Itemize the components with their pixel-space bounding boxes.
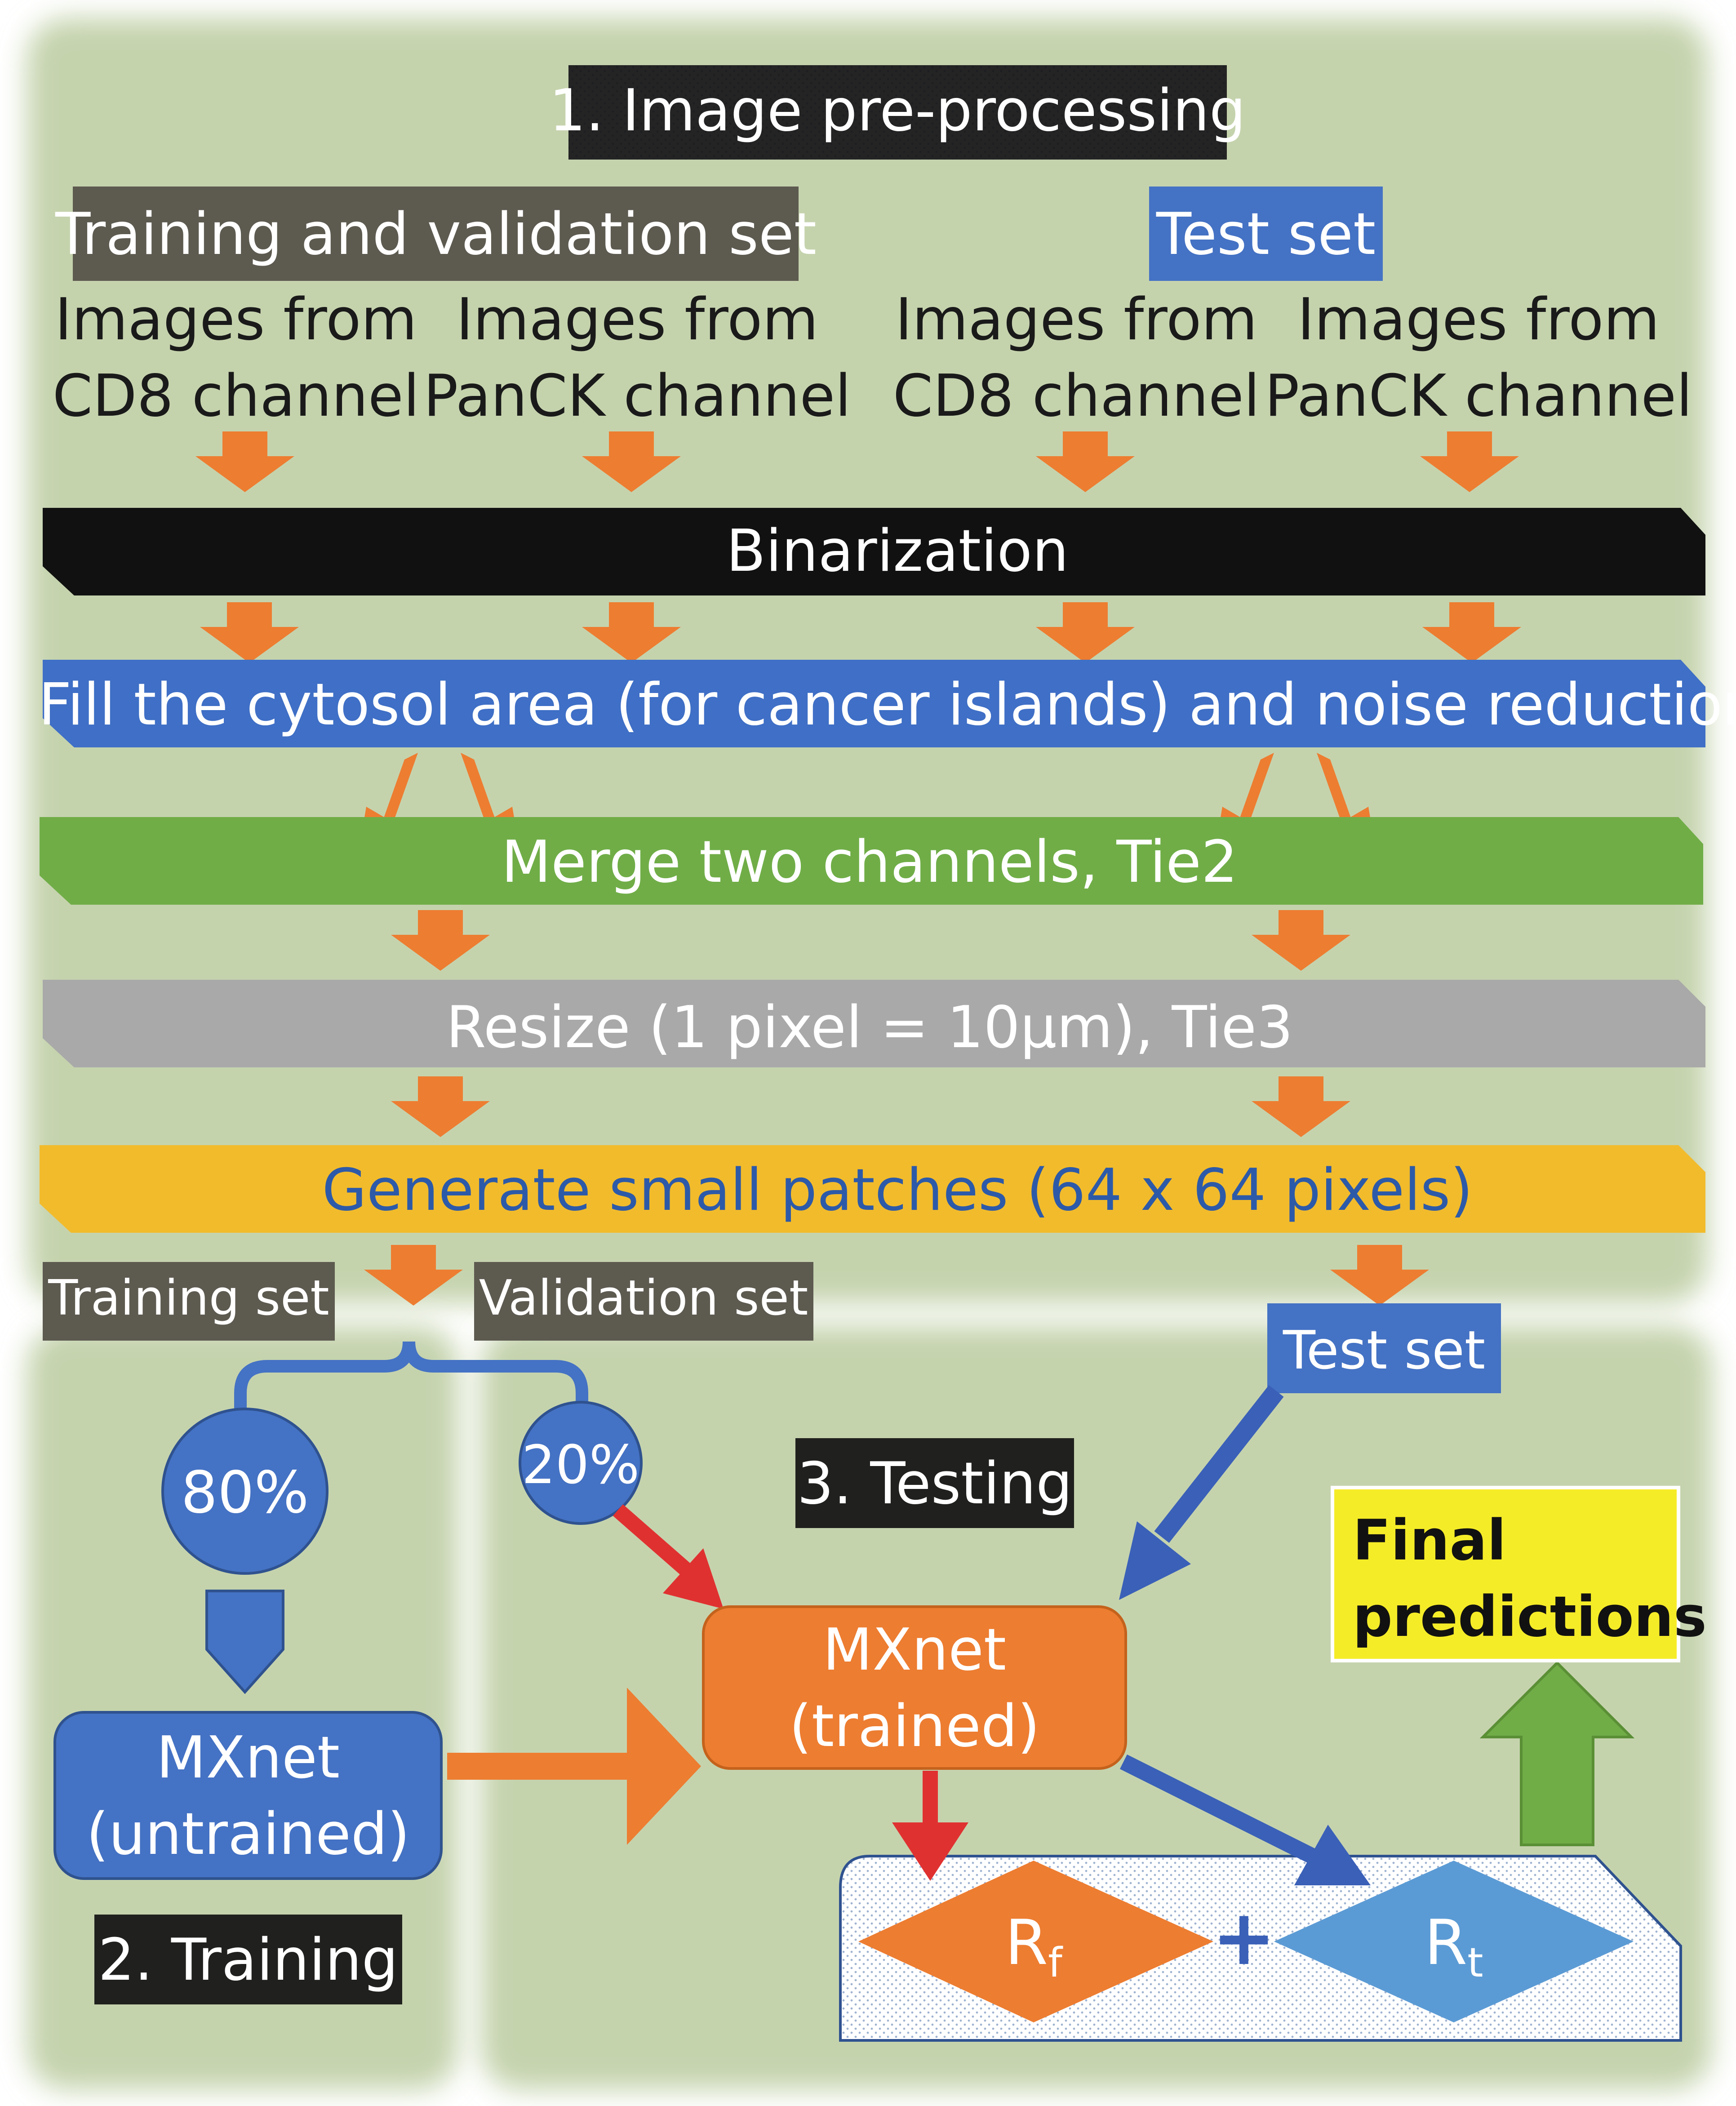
down-arrows-sources	[195, 431, 1519, 492]
test-set-text: Test set	[1156, 201, 1376, 268]
stage-label-preprocessing-text: 1. Image pre-processing	[549, 77, 1246, 144]
final-predictions-box: Final predictions	[1331, 1486, 1707, 1662]
trained-to-rt-arrow	[1119, 1754, 1371, 1885]
plus-sign: +	[1212, 1893, 1276, 1982]
rt-diamond: Rt	[1274, 1861, 1634, 2022]
down-arrows-patches	[364, 1245, 1429, 1306]
svg-text:Validation set: Validation set	[479, 1270, 808, 1326]
train-val-set-text: Training and validation set	[55, 201, 817, 268]
training-panel	[27, 1326, 458, 2090]
svg-text:80%: 80%	[181, 1459, 309, 1526]
svg-text:20%: 20%	[522, 1434, 639, 1496]
source-cd8-train: Images from CD8 channel	[53, 286, 420, 430]
train-80-circle: 80%	[161, 1408, 329, 1575]
svg-text:(untrained): (untrained)	[86, 1801, 410, 1868]
val-20-circle: 20%	[519, 1401, 643, 1525]
stage-label-testing: 3. Testing	[795, 1438, 1074, 1528]
svg-text:2. Training: 2. Training	[98, 1927, 398, 1994]
svg-text:+: +	[1212, 1893, 1276, 1982]
svg-text:MXnet: MXnet	[823, 1617, 1006, 1684]
stage-label-preprocessing: 1. Image pre-processing	[549, 65, 1246, 160]
down-arrows-resize	[391, 1076, 1350, 1137]
svg-text:(trained): (trained)	[789, 1693, 1040, 1760]
svg-text:Images from: Images from	[55, 286, 417, 353]
svg-text:Rt: Rt	[1424, 1906, 1483, 1986]
test-set-label: Test set	[1149, 187, 1383, 281]
trained-to-rf-arrow	[892, 1771, 968, 1881]
source-cd8-test: Images from CD8 channel	[893, 286, 1260, 430]
svg-text:Rf: Rf	[1005, 1906, 1063, 1986]
svg-text:MXnet: MXnet	[156, 1724, 340, 1791]
svg-text:PanCK channel: PanCK channel	[1265, 363, 1692, 430]
mxnet-untrained-box: MXnet (untrained)	[53, 1711, 443, 1880]
svg-text:PanCK channel: PanCK channel	[423, 363, 851, 430]
train-down-arrow	[205, 1590, 284, 1694]
down-arrows-binarization	[200, 602, 1521, 663]
mxnet-trained-box: MXnet (trained)	[702, 1605, 1127, 1770]
svg-text:Final: Final	[1353, 1508, 1506, 1573]
merge-step: Merge two channels, Tie2	[40, 817, 1703, 905]
patches-step: Generate small patches (64 x 64 pixels)	[40, 1145, 1705, 1233]
resize-step: Resize (1 pixel = 10μm), Tie3	[43, 980, 1705, 1067]
train-val-set-label: Training and validation set	[55, 187, 817, 281]
down-arrows-merge	[391, 910, 1350, 971]
split-brace	[234, 1341, 588, 1411]
stage-label-training: 2. Training	[94, 1915, 402, 2004]
validation-set-label: Validation set	[474, 1262, 813, 1341]
binarization-text: Binarization	[726, 518, 1069, 585]
svg-text:Training set: Training set	[48, 1270, 329, 1326]
up-arrow-final	[1479, 1661, 1635, 1846]
val-to-trained-arrow	[613, 1504, 724, 1609]
source-panck-train: Images from PanCK channel	[423, 286, 851, 430]
training-set-label: Training set	[43, 1262, 335, 1341]
rf-diamond: Rf	[858, 1861, 1213, 2022]
svg-text:Images from: Images from	[456, 286, 818, 353]
svg-text:Images from: Images from	[1297, 286, 1660, 353]
fill-text: Fill the cytosol area (for cancer island…	[39, 671, 1736, 738]
resize-text: Resize (1 pixel = 10μm), Tie3	[446, 994, 1293, 1061]
svg-text:predictions: predictions	[1353, 1585, 1707, 1649]
test-to-trained-arrow	[1119, 1385, 1284, 1600]
binarization-step: Binarization	[43, 508, 1705, 595]
svg-text:CD8 channel: CD8 channel	[53, 363, 420, 430]
merge-text: Merge two channels, Tie2	[502, 829, 1238, 896]
svg-text:CD8 channel: CD8 channel	[893, 363, 1260, 430]
patches-text: Generate small patches (64 x 64 pixels)	[322, 1157, 1473, 1224]
svg-text:Images from: Images from	[895, 286, 1257, 353]
fill-step: Fill the cytosol area (for cancer island…	[39, 660, 1736, 747]
source-panck-test: Images from PanCK channel	[1265, 286, 1692, 430]
svg-text:Test set: Test set	[1283, 1319, 1485, 1381]
test-set-split-label: Test set	[1267, 1303, 1501, 1393]
untrained-to-trained-arrow	[447, 1688, 701, 1845]
svg-text:3. Testing: 3. Testing	[797, 1450, 1073, 1517]
